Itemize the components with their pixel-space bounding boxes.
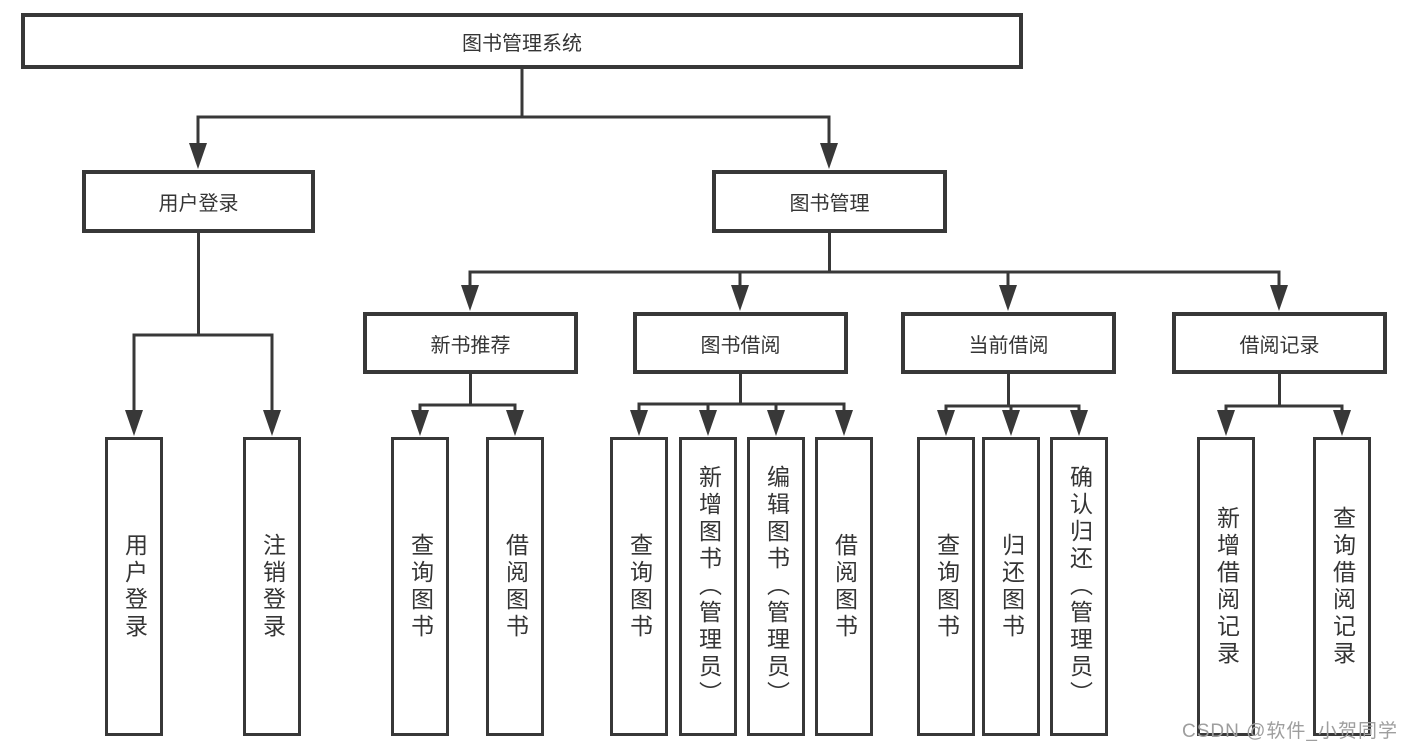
leaf-add-book-admin: 新增图书（管理员）: [679, 437, 737, 736]
csdn-watermark: CSDN @软件_小贺同学: [1182, 721, 1398, 742]
leaf-query-books-1: 查询图书: [391, 437, 449, 736]
leaf-query-borrow-record: 查询借阅记录: [1313, 437, 1371, 736]
leaf-add-borrow-record: 新增借阅记录: [1197, 437, 1255, 736]
arrowheads: [125, 143, 1351, 436]
leaf-query-books-3: 查询图书: [917, 437, 975, 736]
node-root: 图书管理系统: [21, 13, 1023, 69]
leaf-borrow-books-1: 借阅图书: [486, 437, 544, 736]
node-new-book-recommendation: 新书推荐: [363, 312, 578, 374]
leaf-borrow-books-2: 借阅图书: [815, 437, 873, 736]
leaf-query-books-2: 查询图书: [610, 437, 668, 736]
node-borrowing-records: 借阅记录: [1172, 312, 1387, 374]
node-current-borrowing: 当前借阅: [901, 312, 1116, 374]
node-book-management: 图书管理: [712, 170, 947, 233]
leaf-edit-book-admin: 编辑图书（管理员）: [747, 437, 805, 736]
leaf-confirm-return-admin: 确认归还（管理员）: [1050, 437, 1108, 736]
leaf-user-login: 用户登录: [105, 437, 163, 736]
leaf-return-book: 归还图书: [982, 437, 1040, 736]
node-user-login: 用户登录: [82, 170, 315, 233]
leaf-logout: 注销登录: [243, 437, 301, 736]
node-book-borrowing: 图书借阅: [633, 312, 848, 374]
